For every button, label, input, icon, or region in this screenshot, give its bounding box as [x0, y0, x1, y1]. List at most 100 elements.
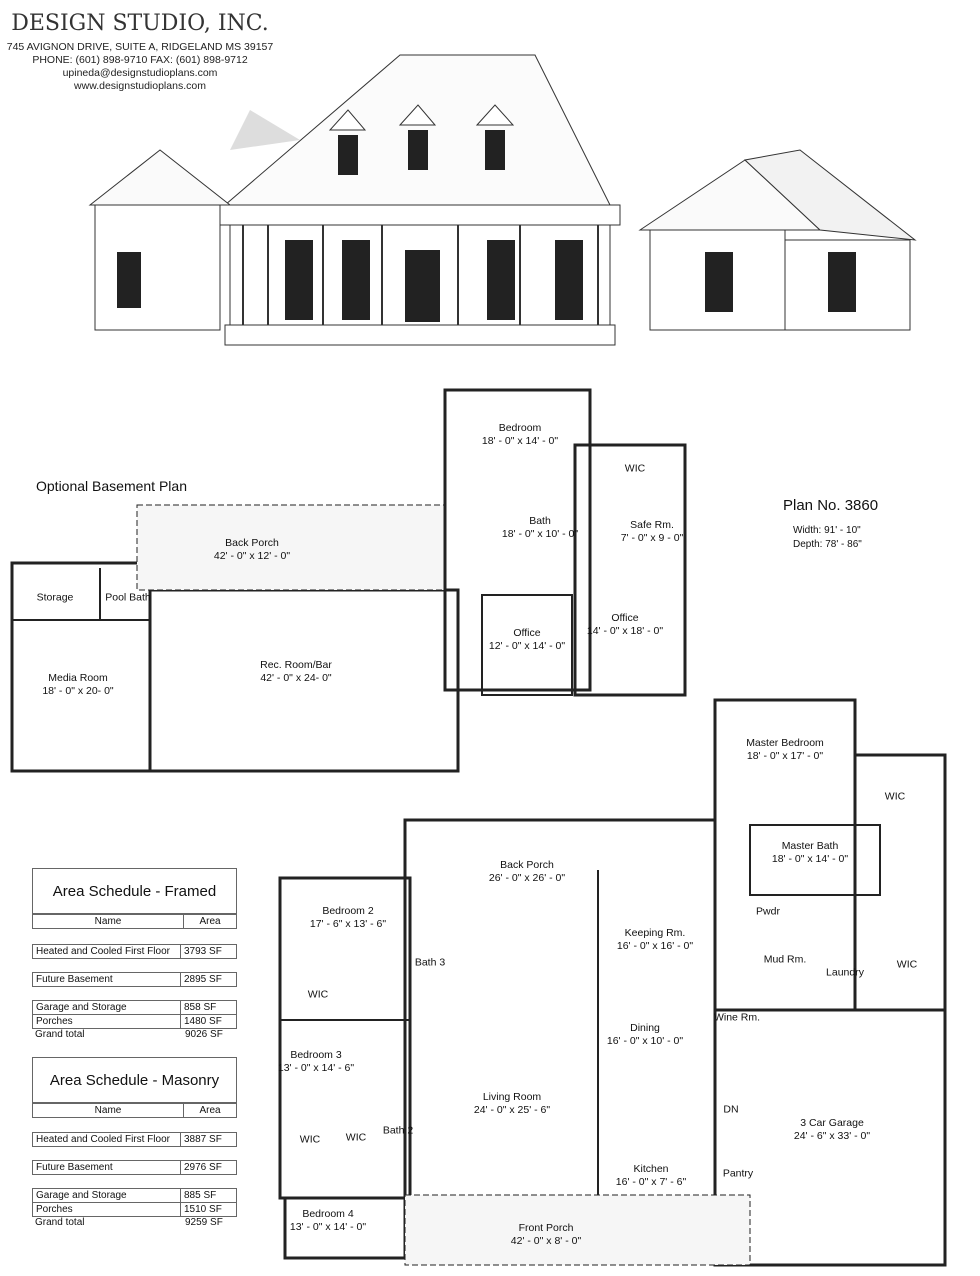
- area-framed-row: Heated and Cooled First Floor 3793 SF: [32, 944, 237, 959]
- area-framed-row: Future Basement 2895 SF: [32, 972, 237, 987]
- room-label-pwdr: Pwdr: [756, 906, 780, 919]
- row-name: Future Basement: [36, 974, 113, 985]
- room-size: 12' - 0" x 14' - 0": [488, 640, 566, 652]
- area-framed-total: Grand total 9026 SF: [32, 1028, 237, 1043]
- room-name: Office: [513, 627, 541, 639]
- room-label-laundry: Laundry: [826, 967, 864, 980]
- room-size: 24' - 6" x 33' - 0": [793, 1130, 871, 1142]
- total-label: Grand total: [35, 1217, 85, 1228]
- room-name: Mud Rm.: [763, 953, 807, 966]
- row-name: Heated and Cooled First Floor: [36, 946, 170, 957]
- row-area: 3793 SF: [180, 945, 236, 958]
- room-name: WIC: [307, 988, 329, 1001]
- room-label-storage: Storage: [37, 592, 74, 605]
- room-name: WIC: [884, 790, 906, 803]
- room-name: Master Bath: [781, 840, 839, 852]
- room-label-safe-rm: Safe Rm.7' - 0" x 9 - 0": [621, 519, 684, 545]
- room-name: Bedroom 2: [322, 905, 374, 917]
- room-name: DN: [723, 1103, 739, 1116]
- plan-number: Plan No. 3860: [783, 497, 879, 514]
- column-name: Name: [94, 916, 122, 927]
- row-area: 858 SF: [180, 1001, 236, 1014]
- room-name: Bath 3: [414, 956, 446, 969]
- room-name: Bath 2: [382, 1124, 414, 1137]
- room-name: Laundry: [826, 966, 864, 979]
- company-name: DESIGN STUDIO, INC.: [11, 11, 269, 36]
- room-name: Rec. Room/Bar: [260, 659, 332, 671]
- front-elevation-drawing: [88, 54, 917, 346]
- room-label-pool-bath: Pool Bath: [105, 592, 151, 605]
- total-value: 9026 SF: [185, 1029, 223, 1040]
- room-name: WIC: [624, 462, 646, 475]
- room-size: 42' - 0" x 8' - 0": [510, 1235, 582, 1247]
- row-area: 3887 SF: [180, 1133, 236, 1146]
- room-label-wic: WIC: [625, 463, 645, 476]
- area-framed-row: Porches 1480 SF: [32, 1014, 237, 1029]
- column-area: Area: [183, 915, 236, 928]
- plan-width: Width: 91' - 10": [793, 525, 861, 536]
- room-size: 16' - 0" x 16' - 0": [616, 940, 694, 952]
- room-name: Bedroom 3: [290, 1049, 342, 1061]
- room-label-dn: DN: [723, 1104, 738, 1117]
- row-name: Future Basement: [36, 1162, 113, 1173]
- room-label-keeping-rm: Keeping Rm.16' - 0" x 16' - 0": [617, 927, 693, 953]
- room-label-wic: WIC: [308, 989, 328, 1002]
- room-name: WIC: [345, 1131, 367, 1144]
- row-area: 1480 SF: [180, 1015, 236, 1028]
- company-address: 745 AVIGNON DRIVE, SUITE A, RIDGELAND MS…: [6, 41, 274, 53]
- room-size: 13' - 0" x 14' - 0": [289, 1221, 367, 1233]
- room-name: Bedroom: [498, 422, 542, 434]
- room-size: 42' - 0" x 12' - 0": [213, 550, 291, 562]
- room-size: 14' - 0" x 18' - 0": [586, 625, 664, 637]
- row-name: Porches: [36, 1016, 73, 1027]
- room-name: Safe Rm.: [630, 519, 674, 531]
- room-size: 24' - 0" x 25' - 6": [473, 1104, 551, 1116]
- room-size: 26' - 0" x 26' - 0": [488, 872, 566, 884]
- row-name: Heated and Cooled First Floor: [36, 1134, 170, 1145]
- row-name: Garage and Storage: [36, 1190, 127, 1201]
- room-name: Pool Bath: [105, 591, 151, 604]
- room-label-wic: WIC: [885, 791, 905, 804]
- basement-title: Optional Basement Plan: [36, 478, 187, 494]
- room-label-mud-rm: Mud Rm.: [764, 954, 807, 967]
- room-name: Pantry: [722, 1167, 754, 1180]
- total-label: Grand total: [35, 1029, 85, 1040]
- column-name: Name: [94, 1105, 122, 1116]
- room-size: 18' - 0" x 17' - 0": [746, 750, 824, 762]
- room-label-bath-2: Bath 2: [383, 1125, 413, 1138]
- room-name: Storage: [36, 591, 74, 604]
- room-name: Back Porch: [500, 859, 554, 871]
- room-size: 13' - 0" x 14' - 6": [277, 1062, 355, 1074]
- room-name: 3 Car Garage: [800, 1117, 864, 1129]
- room-name: WIC: [299, 1133, 321, 1146]
- room-size: 16' - 0" x 10' - 0": [606, 1035, 684, 1047]
- room-name: Front Porch: [518, 1222, 574, 1234]
- room-size: 16' - 0" x 7' - 6": [615, 1176, 687, 1188]
- room-size: 17' - 6" x 13' - 6": [309, 918, 387, 930]
- room-name: WIC: [896, 958, 918, 971]
- area-framed-header: Name Area: [32, 914, 237, 929]
- company-email: upineda@designstudioplans.com: [62, 67, 218, 79]
- room-name: Back Porch: [225, 537, 279, 549]
- room-size: 18' - 0" x 20- 0": [42, 685, 114, 697]
- row-area: 2895 SF: [180, 973, 236, 986]
- company-website: www.designstudioplans.com: [74, 80, 206, 92]
- area-framed-title: Area Schedule - Framed: [32, 868, 237, 914]
- plan-depth: Depth: 78' - 86": [793, 539, 862, 550]
